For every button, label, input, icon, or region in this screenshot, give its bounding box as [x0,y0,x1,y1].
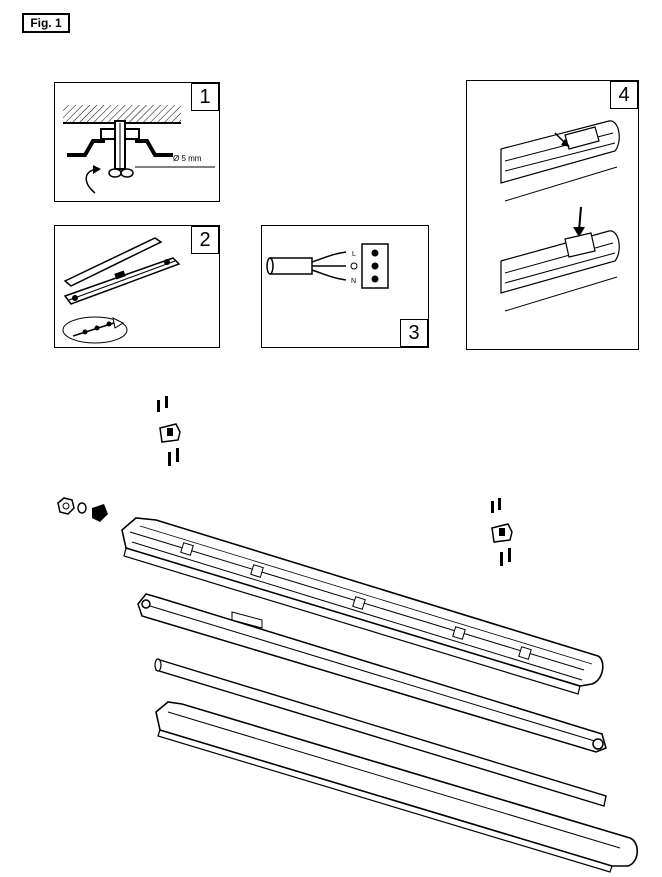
step-3-number: 3 [400,319,428,347]
earth-icon [350,262,358,270]
svg-text:N: N [351,278,356,285]
screw-set-left [157,396,181,466]
diffuser-cover [155,701,639,873]
step-2-panel: 2 [54,225,220,348]
figure-label: Fig. 1 [22,13,70,33]
step-2-number: 2 [191,226,219,254]
arrow-down-icon [573,227,585,237]
wiring-illustration: L N [266,243,389,289]
step-1-panel: 1 Ø 5 mm [54,82,220,202]
ceiling-mount-illustration [63,105,215,194]
step-1-number: 1 [191,83,219,111]
drill-diameter-label: Ø 5 mm [173,154,202,163]
step-3-panel: 3 L N [261,225,429,348]
clip-closed [564,232,596,258]
cable-gland [57,497,108,522]
svg-text:L: L [352,251,356,258]
ceiling-hatch [63,105,181,123]
led-tube [154,658,607,807]
arrow-icon [561,139,570,147]
gear-tray [137,593,607,753]
open-housing-illustration [62,237,181,344]
luminaire-housing [121,517,604,695]
step-4-panel: 4 [466,80,639,350]
screw-set-right [491,498,513,566]
clip-closure-illustration [500,120,620,312]
step-4-number: 4 [610,81,638,109]
